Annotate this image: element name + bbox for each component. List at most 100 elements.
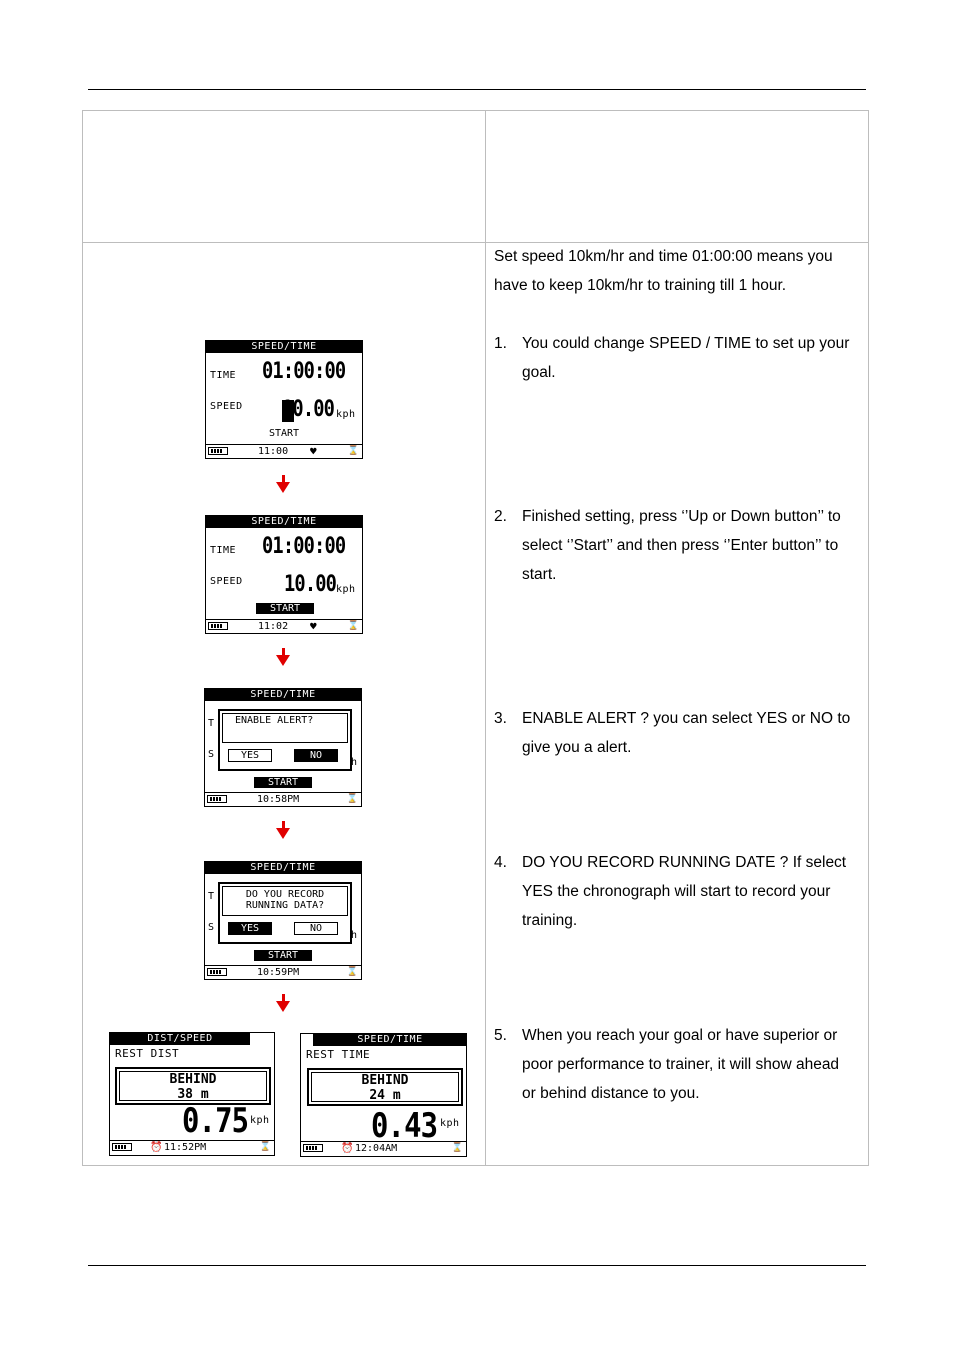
clock: 12:04AM [355,1143,398,1154]
intro-line-2: have to keep 10km/hr to training till 1 … [494,277,787,294]
status-text: BEHIND [169,1072,217,1087]
speed-value: 10.00 [284,572,337,597]
alarm-off-icon: ⌛ [347,621,359,631]
cursor-block [282,400,294,422]
step-line: start. [522,566,557,583]
heart-icon: ♥ [310,620,317,633]
clock: 10:58PM [257,794,300,805]
time-label: TIME [210,545,237,556]
status-text: BEHIND [361,1073,409,1088]
alarm-off-icon: ⌛ [451,1143,463,1153]
bottom-rule [88,1265,866,1266]
step-line: Finished setting, press ‘’Up or Down but… [522,508,841,525]
alarm-clock-icon: ⏰ [341,1143,354,1154]
battery-icon [207,795,227,803]
time-value: 01:00:00 [262,534,346,559]
alarm-off-icon: ⌛ [346,967,358,977]
battery-icon [303,1144,323,1152]
status-bar: 10:58PM ⌛ [205,792,361,806]
alarm-off-icon: ⌛ [347,446,359,456]
no-button: NO [294,922,338,935]
step-number: 3. [494,710,507,727]
start-option-selected: START [256,603,314,614]
speed-label: SPEED [210,401,243,412]
content-table [82,110,869,1166]
behind-amount: 38 m [177,1087,209,1102]
no-button-selected: NO [294,749,338,762]
alarm-clock-icon: ⏰ [150,1142,163,1153]
status-bar: 10:59PM ⌛ [205,965,361,979]
status-bar: ⏰ 12:04AM ⌛ [301,1141,466,1156]
status-bar: 11:00 ♥ ⌛ [206,444,362,458]
step-number: 5. [494,1027,507,1044]
time-value: 01:00:00 [262,359,346,384]
step-line: YES the chronograph will start to record… [522,883,831,900]
rest-label: REST TIME [306,1048,371,1061]
time-label-partial: T [208,891,215,902]
dialog-question-line-2: RUNNING DATA? [245,900,325,911]
table-column-divider [485,110,486,1166]
speed-unit: kph [440,1118,460,1129]
speed-label: SPEED [210,576,243,587]
step-line: goal. [522,364,556,381]
step-line: DO YOU RECORD RUNNING DATE ? If select [522,854,847,871]
speed-label-partial: S [208,749,215,760]
start-option-selected: START [254,777,312,788]
clock: 11:52PM [164,1142,207,1153]
speed-unit: kph [336,409,356,420]
status-bar: ⏰ 11:52PM ⌛ [110,1140,274,1155]
screen-header: SPEED/TIME [205,689,361,701]
clock: 11:00 [258,446,289,457]
unit-partial: h [351,930,358,941]
time-label-partial: T [208,718,215,729]
dialog-question: DO YOU RECORD RUNNING DATA? [222,886,348,916]
device-screen-enable-alert: SPEED/TIME T S h ENABLE ALERT? YES NO ST… [204,688,362,807]
screen-header: SPEED/TIME [206,516,362,528]
step-number: 4. [494,854,507,871]
step-line: give you a alert. [522,739,632,756]
alarm-off-icon: ⌛ [346,794,358,804]
intro-line-1: Set speed 10km/hr and time 01:00:00 mean… [494,248,833,265]
clock: 11:02 [258,621,289,632]
yes-button: YES [228,749,272,762]
clock: 10:59PM [257,967,300,978]
start-option-selected: START [254,950,312,961]
heart-icon: ♥ [310,445,317,458]
device-screen-speed-time-behind: SPEED/TIME REST TIME BEHIND 24 m 0.43 kp… [300,1033,467,1157]
screen-header: SPEED/TIME [313,1034,466,1046]
step-line: or behind distance to you. [522,1085,700,1102]
top-rule [88,89,866,90]
device-screen-speed-time-2: SPEED/TIME TIME 01:00:00 SPEED 10.00 kph… [205,515,363,634]
behind-amount: 24 m [369,1088,401,1103]
battery-icon [112,1143,132,1151]
record-dialog: DO YOU RECORD RUNNING DATA? YES NO [218,882,352,944]
behind-box: BEHIND 38 m [115,1067,271,1105]
screen-header: DIST/SPEED [110,1033,250,1045]
step-line: training. [522,912,578,929]
screen-header: SPEED/TIME [206,341,362,353]
step-line: ENABLE ALERT ? you can select YES or NO … [522,710,851,727]
speed-unit: kph [336,584,356,595]
dialog-question: ENABLE ALERT? [222,713,348,743]
battery-icon [207,968,227,976]
dialog-question-line-1: DO YOU RECORD [245,889,325,900]
unit-partial: h [351,757,358,768]
step-line: poor performance to trainer, it will sho… [522,1056,840,1073]
alarm-off-icon: ⌛ [259,1142,271,1152]
battery-icon [208,622,228,630]
device-screen-speed-time-1: SPEED/TIME TIME 01:00:00 SPEED 10.00 kph… [205,340,363,459]
step-number: 2. [494,508,507,525]
step-number: 1. [494,335,507,352]
behind-box: BEHIND 24 m [307,1068,463,1106]
speed-label-partial: S [208,922,215,933]
speed-value: 0.43 [371,1106,438,1146]
status-bar: 11:02 ♥ ⌛ [206,619,362,633]
device-screen-dist-speed: DIST/SPEED REST DIST BEHIND 38 m 0.75 kp… [109,1032,275,1156]
rest-label: REST DIST [115,1047,180,1060]
speed-value: 0.75 [182,1101,249,1141]
device-screen-record-data: SPEED/TIME T S h DO YOU RECORD RUNNING D… [204,861,362,980]
step-line: select ‘’Start’’ and then press ‘’Enter … [522,537,839,554]
start-option: START [268,428,300,439]
time-label: TIME [210,370,237,381]
step-line: When you reach your goal or have superio… [522,1027,838,1044]
